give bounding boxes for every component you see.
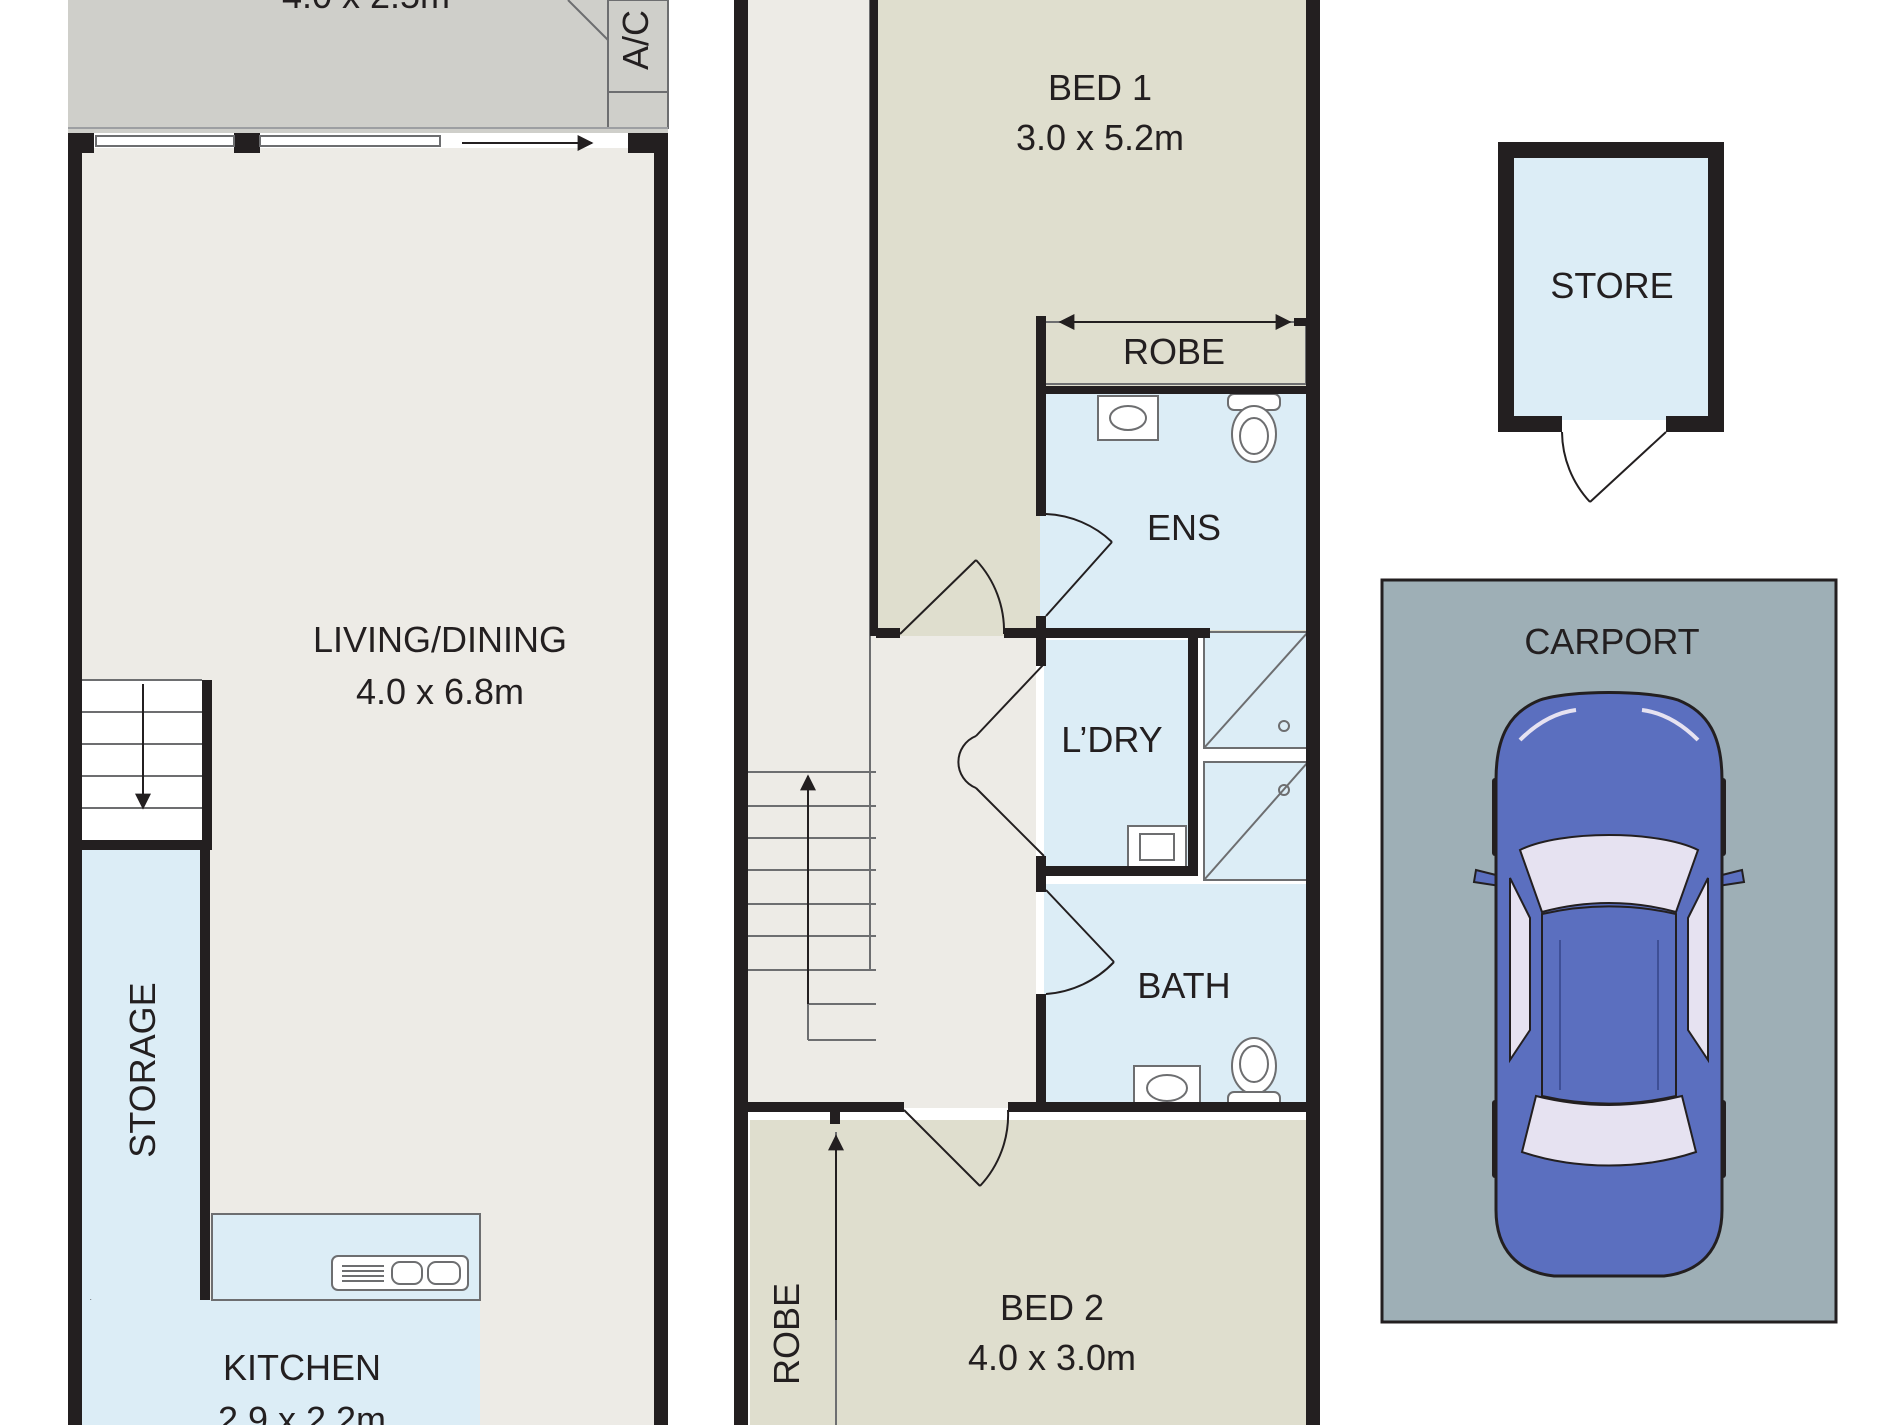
robe2-name: ROBE [766, 1283, 807, 1385]
room-labels: 4.0 x 2.5m A/C BED 1 3.0 x 5.2m ROBE STO… [122, 0, 1700, 1425]
toilet-icon [1227, 1037, 1281, 1109]
corridor-floor [748, 0, 876, 1108]
wall [1708, 142, 1724, 432]
wall [1036, 994, 1046, 1110]
patio-floor [68, 0, 668, 133]
wall [1188, 636, 1198, 872]
bed2-dims: 4.0 x 3.0m [968, 1337, 1136, 1378]
left-wing [68, 0, 669, 1425]
wall [1040, 386, 1306, 394]
bed1-door-swing [899, 559, 1006, 635]
wall [1036, 316, 1046, 516]
wall [870, 0, 878, 636]
carport-name: CARPORT [1524, 621, 1699, 662]
wall [748, 1102, 904, 1112]
wall [82, 840, 212, 850]
store-name: STORE [1550, 265, 1673, 306]
wall [830, 1110, 840, 1124]
laundry-name: L’DRY [1061, 719, 1162, 760]
wall [1004, 628, 1210, 638]
wall [1036, 318, 1046, 326]
ac-label: A/C [615, 10, 656, 70]
wall [1498, 142, 1514, 432]
carport [1380, 578, 1838, 1324]
toilet-icon [1227, 393, 1281, 463]
sink-icon [331, 1255, 469, 1291]
wall [68, 133, 82, 1425]
wall [628, 133, 668, 153]
robe1-name: ROBE [1123, 331, 1225, 372]
sliding-door [259, 135, 441, 147]
kitchen-name: KITCHEN [223, 1347, 381, 1388]
wall [234, 133, 260, 153]
car-icon [1472, 691, 1746, 1278]
trough-icon [1127, 825, 1187, 869]
wall [1306, 0, 1320, 1425]
wall [1036, 616, 1046, 666]
living-name: LIVING/DINING [313, 619, 567, 660]
bed2-floor [750, 1120, 1306, 1425]
wall [876, 628, 900, 638]
bath-name: BATH [1137, 965, 1230, 1006]
ens-door-swing [1045, 513, 1113, 617]
wall [1008, 1102, 1308, 1112]
hall-floor [876, 636, 1036, 1108]
wall [1044, 866, 1198, 876]
laundry-door-swing [957, 663, 1045, 857]
living-dims: 4.0 x 6.8m [356, 671, 524, 712]
bed1-name: BED 1 [1048, 67, 1152, 108]
store-door-swing [1561, 431, 1667, 503]
basin-icon [1097, 395, 1159, 441]
wall [68, 133, 94, 153]
store [1498, 142, 1724, 503]
wall [1498, 416, 1562, 432]
storage-floor [82, 850, 200, 1300]
bed2-door-swing [903, 1109, 1010, 1187]
ens-name: ENS [1147, 507, 1221, 548]
wall [734, 0, 748, 1425]
sliding-door [95, 135, 235, 147]
kitchen-floor [82, 1300, 480, 1425]
bed2-name: BED 2 [1000, 1287, 1104, 1328]
bath-door-swing [1045, 889, 1115, 995]
wall [200, 850, 210, 1300]
wall [1666, 416, 1724, 432]
wall [654, 133, 668, 1425]
wall [1294, 318, 1306, 326]
patio-dims: 4.0 x 2.5m [282, 0, 450, 16]
kitchen-dims: 2.9 x 2.2m [218, 1399, 386, 1425]
right-wing [734, 0, 1320, 1425]
wall [1036, 856, 1046, 892]
storage-name: STORAGE [122, 982, 163, 1157]
wall [202, 680, 212, 848]
wall [1498, 142, 1724, 158]
bed1-dims: 3.0 x 5.2m [1016, 117, 1184, 158]
